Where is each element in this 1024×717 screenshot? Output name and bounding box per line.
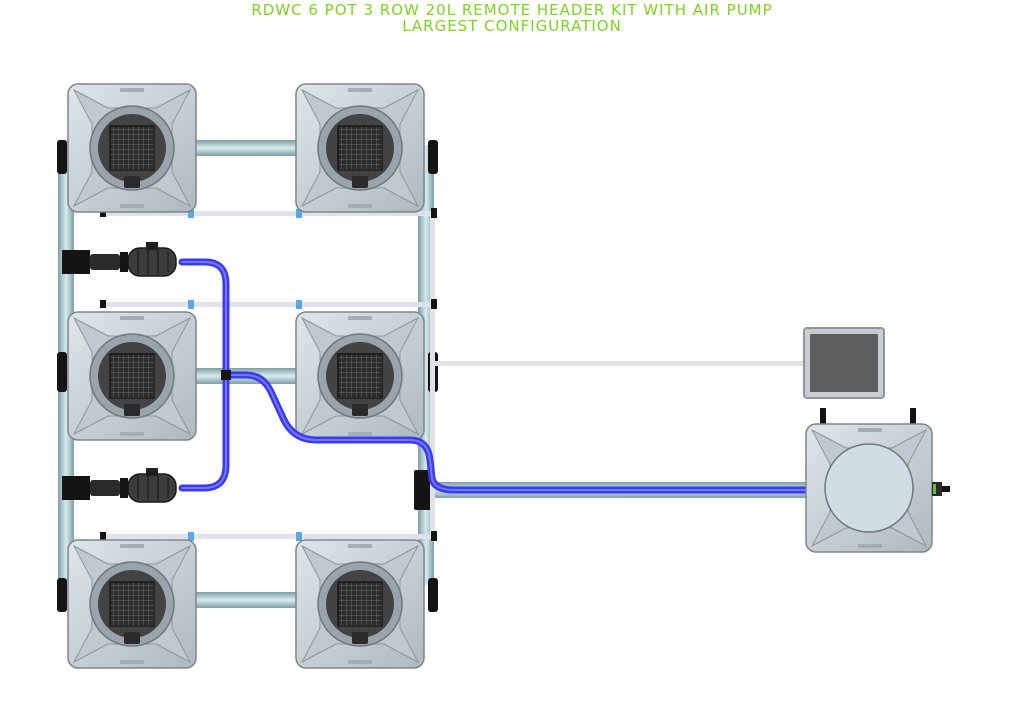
net-pot bbox=[109, 125, 155, 171]
control-bucket-outlet bbox=[932, 482, 942, 496]
fitting bbox=[428, 578, 438, 612]
row3-cross-pipe bbox=[190, 592, 300, 608]
air-tee bbox=[296, 300, 302, 309]
fitting bbox=[428, 140, 438, 174]
air-line-row3 bbox=[104, 534, 436, 539]
water-pumps bbox=[62, 242, 177, 503]
fitting bbox=[57, 352, 67, 392]
air-tee bbox=[296, 209, 302, 218]
grow-pot bbox=[295, 539, 425, 669]
air-line-to-pump bbox=[432, 361, 807, 366]
grow-pot bbox=[67, 311, 197, 441]
air-line-row2 bbox=[104, 302, 436, 307]
air-line-manifold bbox=[430, 211, 435, 539]
air-lines bbox=[100, 208, 807, 541]
air-tees bbox=[188, 209, 302, 541]
water-pump-upper bbox=[62, 242, 177, 277]
grow-pot bbox=[67, 539, 197, 669]
grow-pot bbox=[295, 311, 425, 441]
hose-clip bbox=[221, 370, 231, 380]
title-line-1: RDWC 6 POT 3 ROW 20L REMOTE HEADER KIT W… bbox=[251, 1, 773, 19]
row1-cross-pipe bbox=[190, 140, 300, 156]
air-line-row1 bbox=[104, 211, 436, 216]
grow-pots bbox=[67, 83, 425, 669]
water-pump-lower bbox=[62, 468, 177, 503]
air-tee bbox=[188, 532, 194, 541]
air-tee bbox=[296, 532, 302, 541]
water-hoses bbox=[178, 258, 816, 494]
control-bucket-lid bbox=[824, 443, 914, 533]
title-line-2: LARGEST CONFIGURATION bbox=[402, 17, 622, 35]
air-tee bbox=[188, 209, 194, 218]
air-pump-face bbox=[810, 334, 878, 392]
fitting bbox=[57, 578, 67, 612]
hose-to-control-bucket-highlight bbox=[225, 374, 813, 491]
air-pump bbox=[803, 327, 885, 399]
air-tee bbox=[188, 300, 194, 309]
grow-pot bbox=[67, 83, 197, 213]
fitting bbox=[57, 140, 67, 174]
air-line-caps bbox=[100, 208, 437, 541]
grow-pot bbox=[295, 83, 425, 213]
control-bucket bbox=[805, 408, 950, 553]
